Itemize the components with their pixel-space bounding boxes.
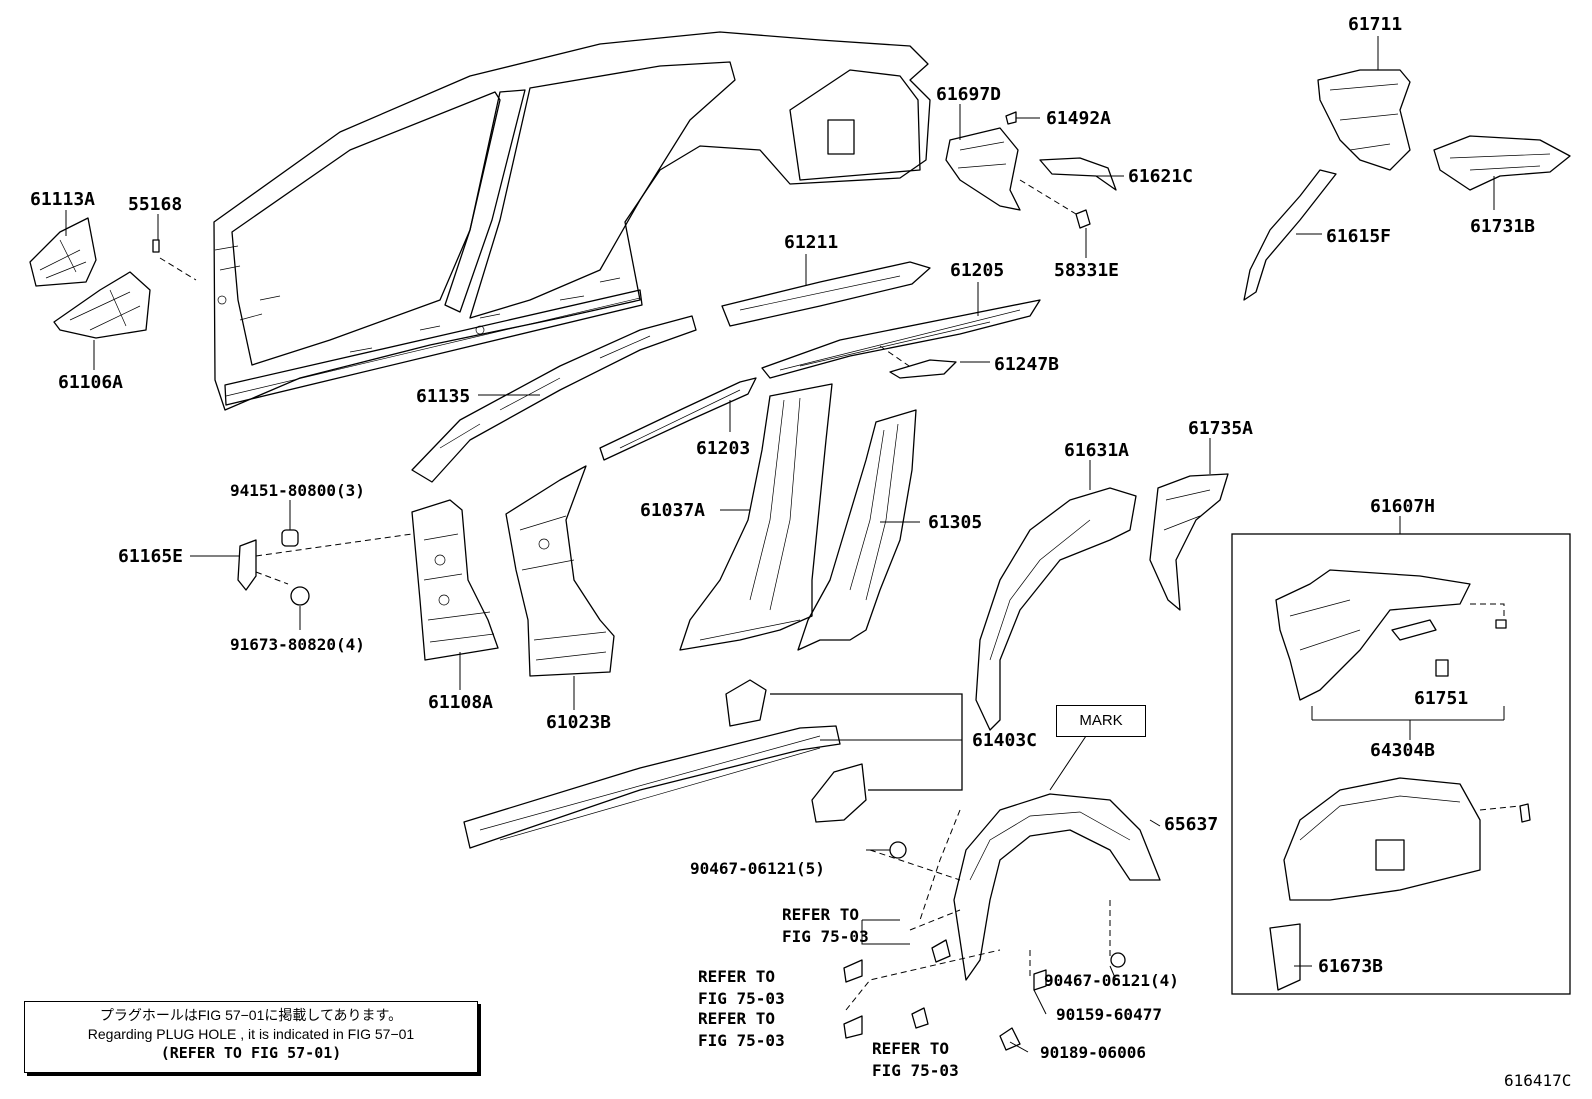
- panel-61711: [1317, 69, 1411, 171]
- label-61113A: 61113A: [30, 189, 95, 210]
- figure-code: 616417C: [1504, 1071, 1571, 1090]
- label-61492A: 61492A: [1046, 108, 1111, 129]
- label-61731B: 61731B: [1470, 216, 1535, 237]
- nut-94151: [281, 529, 299, 547]
- label-90159: 90159-60477: [1056, 1005, 1162, 1024]
- refer-3-line1: REFER TO: [698, 1009, 775, 1028]
- label-61165E: 61165E: [118, 546, 183, 567]
- refer-2-line2: FIG 75-03: [698, 989, 785, 1008]
- label-55168: 55168: [128, 194, 182, 215]
- center-pillar-61037A: [679, 383, 833, 651]
- label-61631A: 61631A: [1064, 440, 1129, 461]
- rail-61211: [721, 261, 931, 327]
- label-61211: 61211: [784, 232, 838, 253]
- label-94151: 94151-80800(3): [230, 481, 365, 500]
- rocker-61403C: [463, 679, 963, 849]
- center-pillar-inner-61305: [797, 409, 917, 651]
- label-61403C: 61403C: [972, 730, 1037, 751]
- label-90189: 90189-06006: [1040, 1043, 1146, 1062]
- panel-61735A: [1149, 473, 1229, 611]
- bracket-61697D: [945, 127, 1021, 211]
- label-61711: 61711: [1348, 14, 1402, 35]
- label-90467-4: 90467-06121(4): [1044, 971, 1179, 990]
- label-61023B: 61023B: [546, 712, 611, 733]
- refer-3-line2: FIG 75-03: [698, 1031, 785, 1050]
- leader-lines: [65, 36, 1495, 1053]
- label-65637: 65637: [1164, 814, 1218, 835]
- label-64304B: 64304B: [1370, 740, 1435, 761]
- bracket-61247B: [889, 359, 957, 379]
- bracket-61113A: [29, 217, 97, 287]
- label-61615F: 61615F: [1326, 226, 1391, 247]
- dashed-leaders: [159, 179, 1111, 1011]
- label-61037A: 61037A: [640, 500, 705, 521]
- pillar-61023B: [505, 465, 615, 677]
- note-line-refer: (REFER TO FIG 57-01): [160, 1044, 342, 1062]
- clip-55168: [152, 239, 160, 253]
- panel-61731B: [1433, 135, 1571, 191]
- label-61735A: 61735A: [1188, 418, 1253, 439]
- plug-hole-note: プラグホールはFIG 57−01に掲載してあります。 Regarding PLU…: [24, 1001, 478, 1073]
- extension-61615F: [1243, 169, 1337, 301]
- label-61697D: 61697D: [936, 84, 1001, 105]
- label-91673: 91673-80820(4): [230, 635, 365, 654]
- reinforcement-61205: [761, 299, 1041, 379]
- refer-1-line2: FIG 75-03: [782, 927, 869, 946]
- clip-61492A: [1005, 111, 1017, 125]
- bracket-61621C: [1039, 157, 1117, 191]
- fasteners: [843, 841, 1126, 1051]
- clip-58331E: [1075, 209, 1091, 229]
- bolt-91673: [290, 586, 310, 606]
- side-body-panel: [213, 31, 931, 411]
- refer-2-line1: REFER TO: [698, 967, 775, 986]
- wheel-liner-65637: [953, 793, 1161, 981]
- label-61621C: 61621C: [1128, 166, 1193, 187]
- reinforcement-61203: [599, 377, 757, 461]
- label-61108A: 61108A: [428, 692, 493, 713]
- label-61203: 61203: [696, 438, 750, 459]
- label-58331E: 58331E: [1054, 260, 1119, 281]
- mark-callout: MARK: [1056, 705, 1146, 737]
- box-61607H: [1231, 533, 1571, 995]
- pillar-61108A: [411, 499, 499, 661]
- label-90467-5: 90467-06121(5): [690, 859, 825, 878]
- note-line-english: Regarding PLUG HOLE , it is indicated in…: [87, 1026, 415, 1042]
- label-61106A: 61106A: [58, 372, 123, 393]
- label-61673B: 61673B: [1318, 956, 1383, 977]
- label-61135: 61135: [416, 386, 470, 407]
- bracket-61106A: [53, 271, 151, 339]
- refer-4-line1: REFER TO: [872, 1039, 949, 1058]
- label-61205: 61205: [950, 260, 1004, 281]
- roof-side-rail-61135: [411, 315, 697, 483]
- refer-4-line2: FIG 75-03: [872, 1061, 959, 1080]
- note-line-japanese: プラグホールはFIG 57−01に掲載してあります。: [99, 1007, 403, 1023]
- hinge-61165E: [237, 539, 257, 591]
- label-61305: 61305: [928, 512, 982, 533]
- label-61247B: 61247B: [994, 354, 1059, 375]
- label-61751: 61751: [1414, 688, 1468, 709]
- refer-1-line1: REFER TO: [782, 905, 859, 924]
- label-61607H: 61607H: [1370, 496, 1435, 517]
- wheel-house-61631A: [975, 487, 1137, 731]
